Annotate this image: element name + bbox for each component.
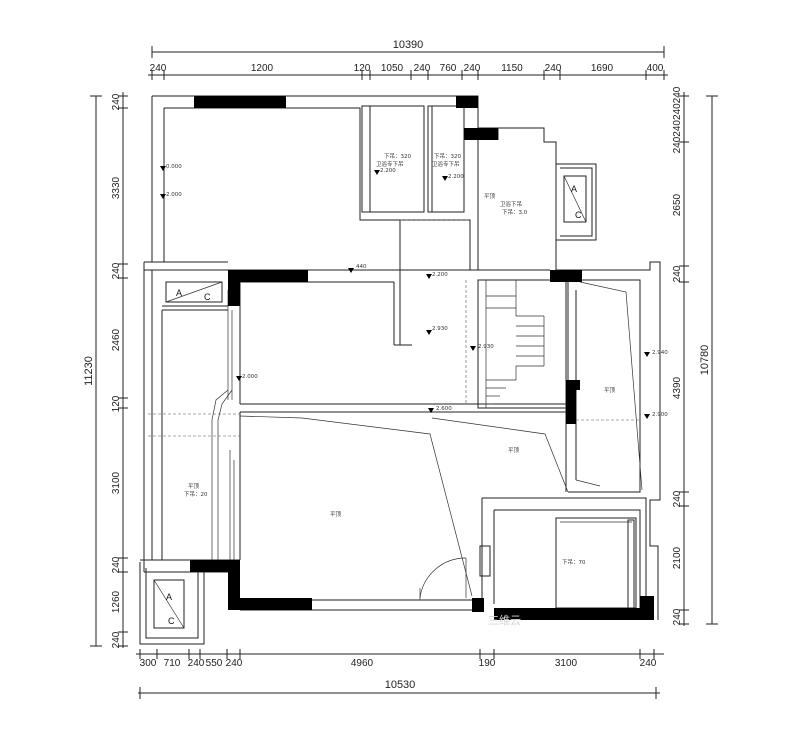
- right-dim-3: 240: [672, 265, 683, 282]
- level-mark-2: 2.000: [166, 192, 182, 198]
- left-dim-7: 240: [111, 556, 122, 573]
- note-bath2-type: 卫浴专下吊: [432, 160, 460, 168]
- top-dim-11: 400: [647, 63, 664, 74]
- top-dim-10: 1690: [591, 63, 614, 74]
- watermark: 三维云: [488, 614, 521, 627]
- top-dimension-line: 10390 240 1200 120 1050 240 760 240 1150…: [148, 39, 668, 80]
- left-dim-1: 240: [111, 93, 122, 110]
- left-dim-4: 2460: [111, 328, 122, 351]
- bottom-total-dimension: 10530: [385, 679, 416, 691]
- level-mark-7: 2.930: [432, 326, 448, 332]
- note-living: 平顶: [330, 511, 342, 518]
- right-dim-2: 2650: [672, 193, 683, 216]
- note-right-bedroom: 平顶: [604, 387, 616, 394]
- left-dim-6: 3100: [111, 471, 122, 494]
- bottom-dimension-line: 300 710 240 550 240 4960 190 3100 240 10…: [136, 649, 664, 699]
- solid-wall-blocks: [190, 96, 654, 620]
- bottom-dim-1: 300: [140, 658, 157, 669]
- ac-label-c-left: C: [204, 292, 211, 302]
- top-dim-5: 240: [414, 63, 431, 74]
- level-mark-4: 2.200: [448, 174, 464, 180]
- level-mark-6: 2.200: [432, 272, 448, 278]
- note-dining: 平顶: [508, 447, 520, 454]
- right-dimension-line: 240240240240 2650 240 4390 240 2100 240 …: [672, 86, 718, 626]
- ac-label-a-top: A: [571, 184, 577, 194]
- bottom-dim-8: 3100: [555, 658, 578, 669]
- bottom-dim-9: 240: [640, 658, 657, 669]
- bottom-dim-4: 550: [206, 658, 223, 669]
- level-marks: 0.000 2.000 2.200 2.200 440 2.200 2.930 …: [160, 164, 668, 419]
- top-dim-8: 1150: [501, 63, 523, 74]
- note-corridor-2: 下吊：20: [184, 491, 208, 498]
- level-mark-8: 2.930: [478, 344, 494, 350]
- top-dim-1: 240: [150, 63, 167, 74]
- top-dim-2: 1200: [251, 63, 274, 74]
- note-corridor-1: 平顶: [188, 483, 200, 490]
- bottom-dim-6: 4960: [351, 658, 374, 669]
- note-bath1-drop: 下吊：320: [384, 153, 411, 160]
- note-bath2-drop: 下吊：320: [434, 153, 461, 160]
- bottom-dim-3: 240: [188, 658, 205, 669]
- ac-label-c-top: C: [575, 210, 582, 220]
- note-bath1-type: 卫浴专下吊: [376, 160, 404, 168]
- top-dim-3: 120: [354, 63, 371, 74]
- level-mark-1: 0.000: [166, 164, 182, 170]
- left-dim-2: 3330: [111, 176, 122, 199]
- note-lower-room: 下吊：70: [562, 559, 586, 566]
- top-dim-9: 240: [545, 63, 562, 74]
- ac-label-a-left: A: [176, 288, 182, 298]
- stair-treads: [486, 280, 545, 405]
- level-mark-5: 440: [356, 264, 367, 270]
- note-bath3-drop: 下吊：3.0: [502, 209, 528, 216]
- bottom-dim-2: 710: [164, 658, 181, 669]
- left-dim-5: 120: [111, 395, 122, 412]
- level-mark-9: 2.000: [242, 374, 258, 380]
- level-mark-10: 2.600: [436, 406, 452, 412]
- top-dim-4: 1050: [381, 63, 404, 74]
- note-bath3-type: 卫浴下吊: [500, 200, 522, 208]
- right-total-dimension: 10780: [699, 345, 711, 376]
- door-swing-arc: [419, 557, 467, 599]
- level-mark-11: 2.940: [652, 350, 668, 356]
- right-dim-4: 4390: [672, 376, 683, 399]
- right-dim-5: 240: [672, 490, 683, 507]
- left-total-dimension: 11230: [83, 356, 95, 386]
- right-dim-7: 240: [672, 608, 683, 625]
- ac-label-a-bottom: A: [166, 592, 172, 602]
- level-mark-12: 2.900: [652, 412, 668, 418]
- top-dim-6: 760: [440, 63, 457, 74]
- top-dim-7: 240: [464, 63, 481, 74]
- right-dim-6: 2100: [672, 546, 683, 569]
- bottom-dim-7: 190: [479, 658, 496, 669]
- left-dim-3: 240: [111, 262, 122, 279]
- room-notes: 下吊：320 卫浴专下吊 下吊：320 卫浴专下吊 卫浴下吊 下吊：3.0 平顶…: [184, 153, 616, 566]
- left-dimension-line: 11230 240 3330 240 2460 120 3100 240 126…: [83, 92, 128, 648]
- top-total-dimension: 10390: [393, 39, 424, 51]
- level-mark-3: 2.200: [380, 168, 396, 174]
- left-dim-8: 1260: [111, 590, 122, 613]
- bottom-dim-5: 240: [226, 658, 243, 669]
- ac-label-c-bottom: C: [168, 616, 175, 626]
- right-dim-1: 240240240240: [672, 86, 683, 153]
- left-dim-9: 240: [111, 631, 122, 648]
- note-bath3-flat: 平顶: [484, 193, 496, 200]
